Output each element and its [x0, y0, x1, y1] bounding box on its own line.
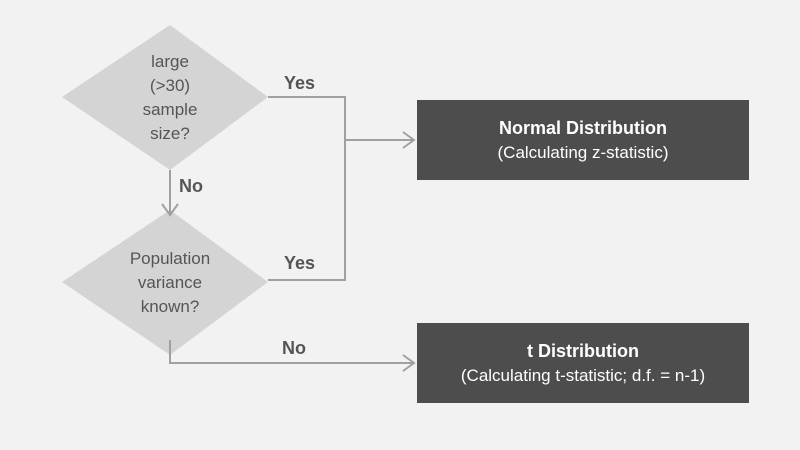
result-title-normal: Normal Distribution: [498, 118, 667, 138]
result-box-normal: Normal Distribution (Calculating z-stati…: [417, 100, 749, 180]
decision-text-variance: Population variance known?: [105, 247, 235, 319]
edge-label-q1-no: No: [179, 176, 203, 196]
decision-line: (>30): [149, 76, 191, 95]
connector-q1-yes: [268, 96, 346, 140]
arrowhead-normal-icon: [402, 131, 416, 149]
decision-line: Population: [129, 249, 211, 268]
connector-q2-yes: [268, 140, 346, 281]
edge-label-q1-yes: Yes: [284, 73, 316, 93]
edge-label-q2-no: No: [282, 338, 306, 358]
decision-line: large: [151, 52, 189, 71]
decision-diamond-sample-size: [62, 25, 268, 170]
arrowhead-t-icon: [402, 354, 416, 372]
decision-line: variance: [137, 273, 203, 292]
decision-line: sample: [142, 100, 198, 119]
result-subtitle-normal: (Calculating z-statistic): [497, 143, 669, 162]
result-box-t: t Distribution (Calculating t-statistic;…: [417, 323, 749, 403]
decision-diamond-variance: [62, 210, 268, 355]
decision-line: size?: [150, 124, 190, 143]
connector-q2-no: [169, 340, 414, 364]
decision-line: known?: [140, 297, 200, 316]
result-subtitle-t: (Calculating t-statistic; d.f. = n-1): [460, 366, 706, 385]
decision-text-sample-size: large (>30) sample size?: [110, 50, 230, 146]
edge-label-q2-yes: Yes: [284, 253, 316, 273]
arrowhead-q1-no-icon: [161, 203, 179, 217]
result-title-t: t Distribution: [527, 341, 639, 361]
